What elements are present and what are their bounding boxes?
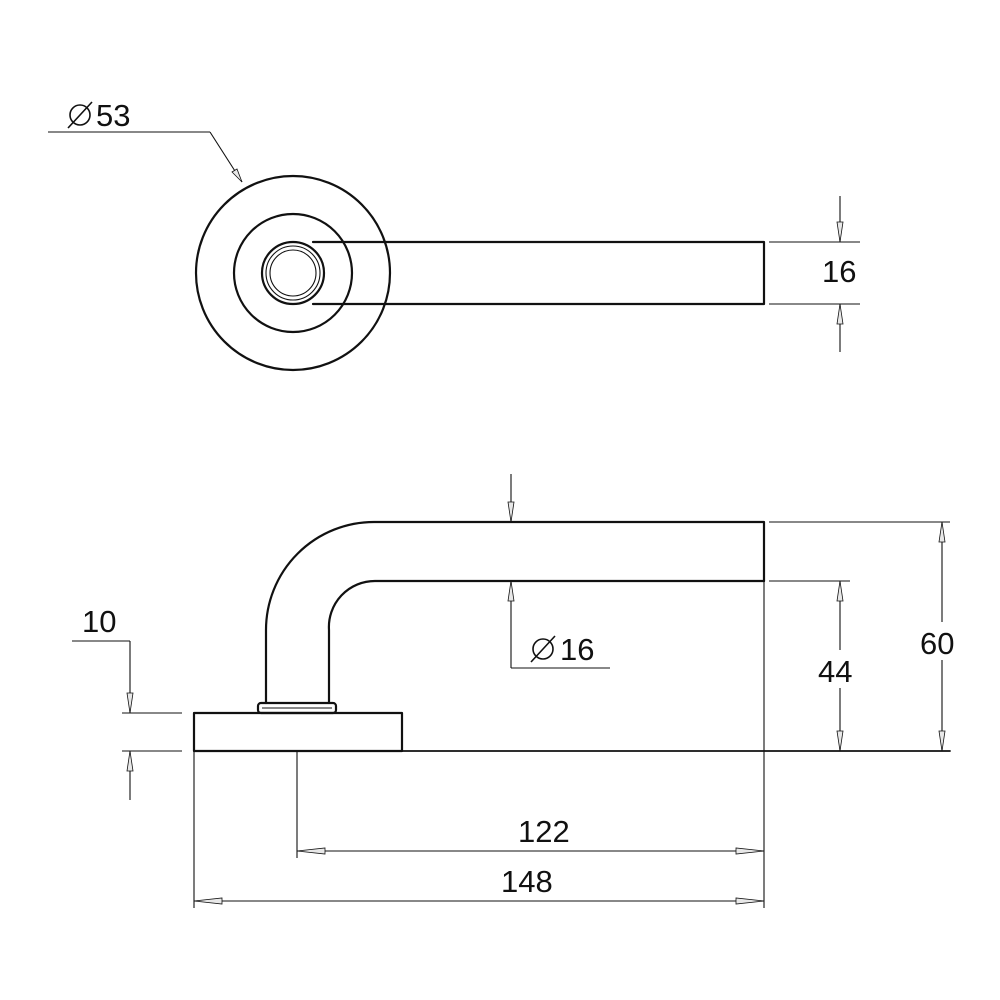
dia16-arrow-down — [507, 501, 515, 523]
neck-collar — [256, 701, 338, 715]
rose-outer-circle — [194, 174, 392, 372]
dim44-arrow-up — [836, 580, 844, 602]
dia53-arrow — [231, 168, 243, 183]
rose-base — [192, 711, 404, 753]
dim60-value: 60 — [920, 626, 954, 661]
dim10-arrow-up — [126, 750, 134, 772]
dim148-arrow-left — [193, 897, 223, 905]
top16-arrow-down — [836, 221, 844, 243]
dim122-value: 122 — [518, 814, 570, 849]
dia53-label: 53 — [67, 98, 130, 133]
dim44-arrow-down — [836, 730, 844, 752]
dia53-diameter-symbol — [69, 104, 91, 126]
dim148-arrow-right — [735, 897, 765, 905]
top16-value: 16 — [822, 254, 856, 289]
lever-bar-top — [311, 240, 766, 306]
dim60-arrow-up — [938, 521, 946, 543]
dim122-arrow-right — [735, 847, 765, 855]
neck-inner-circle — [269, 249, 317, 297]
dim44-value: 44 — [818, 654, 852, 689]
dim148-value: 148 — [501, 864, 553, 899]
dim10-value: 10 — [82, 604, 116, 639]
lever-body-inner — [327, 579, 766, 705]
rose-inner-circle — [232, 212, 354, 334]
side-view: 10 16 44 60 122 148 — [72, 474, 966, 908]
dia16-diameter-symbol — [532, 638, 554, 660]
top16-arrow-up — [836, 303, 844, 325]
neck-outer-circle — [260, 240, 326, 306]
dia16-arrow-up — [507, 580, 515, 602]
lever-body-outer — [264, 520, 766, 705]
top-view: 53 16 — [48, 98, 860, 372]
dim122-arrow-left — [296, 847, 326, 855]
dia16-label: 16 — [530, 632, 594, 667]
dim10-arrow-down — [126, 692, 134, 714]
dia16-value: 16 — [560, 632, 594, 667]
dim60-arrow-down — [938, 730, 946, 752]
dia53-value: 53 — [96, 98, 130, 133]
neck-ring-circle — [265, 245, 321, 301]
